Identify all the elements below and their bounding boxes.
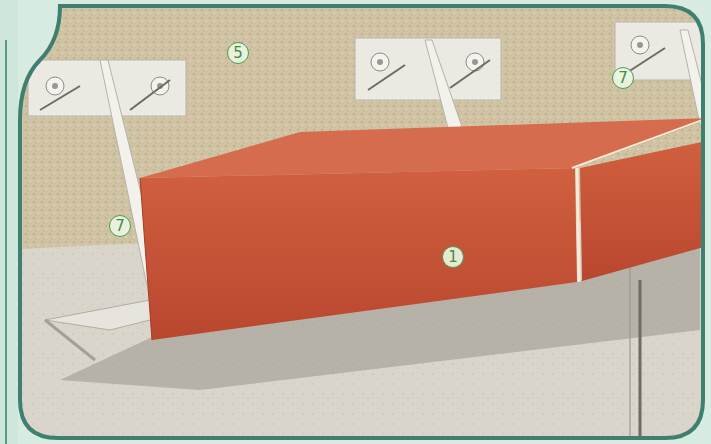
callout-number: 7 bbox=[612, 67, 634, 89]
callout-number: 7 bbox=[109, 215, 131, 237]
callout-number: 1 bbox=[442, 246, 464, 268]
callout-number: 5 bbox=[227, 42, 249, 64]
